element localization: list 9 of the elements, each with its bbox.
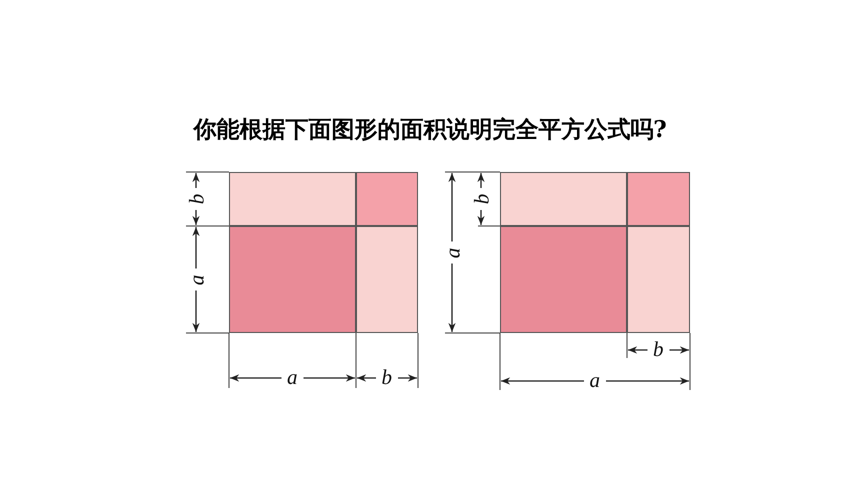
question-title: 你能根据下面图形的面积说明完全平方公式吗? [192, 115, 668, 145]
area-rectangle [356, 226, 418, 333]
area-rectangle [627, 226, 690, 333]
area-rectangle [356, 172, 418, 226]
area-rectangle [229, 172, 356, 226]
area-rectangle [627, 172, 690, 226]
area-rectangle [229, 226, 356, 333]
area-rectangle [500, 172, 627, 226]
area-rectangle [500, 226, 627, 333]
